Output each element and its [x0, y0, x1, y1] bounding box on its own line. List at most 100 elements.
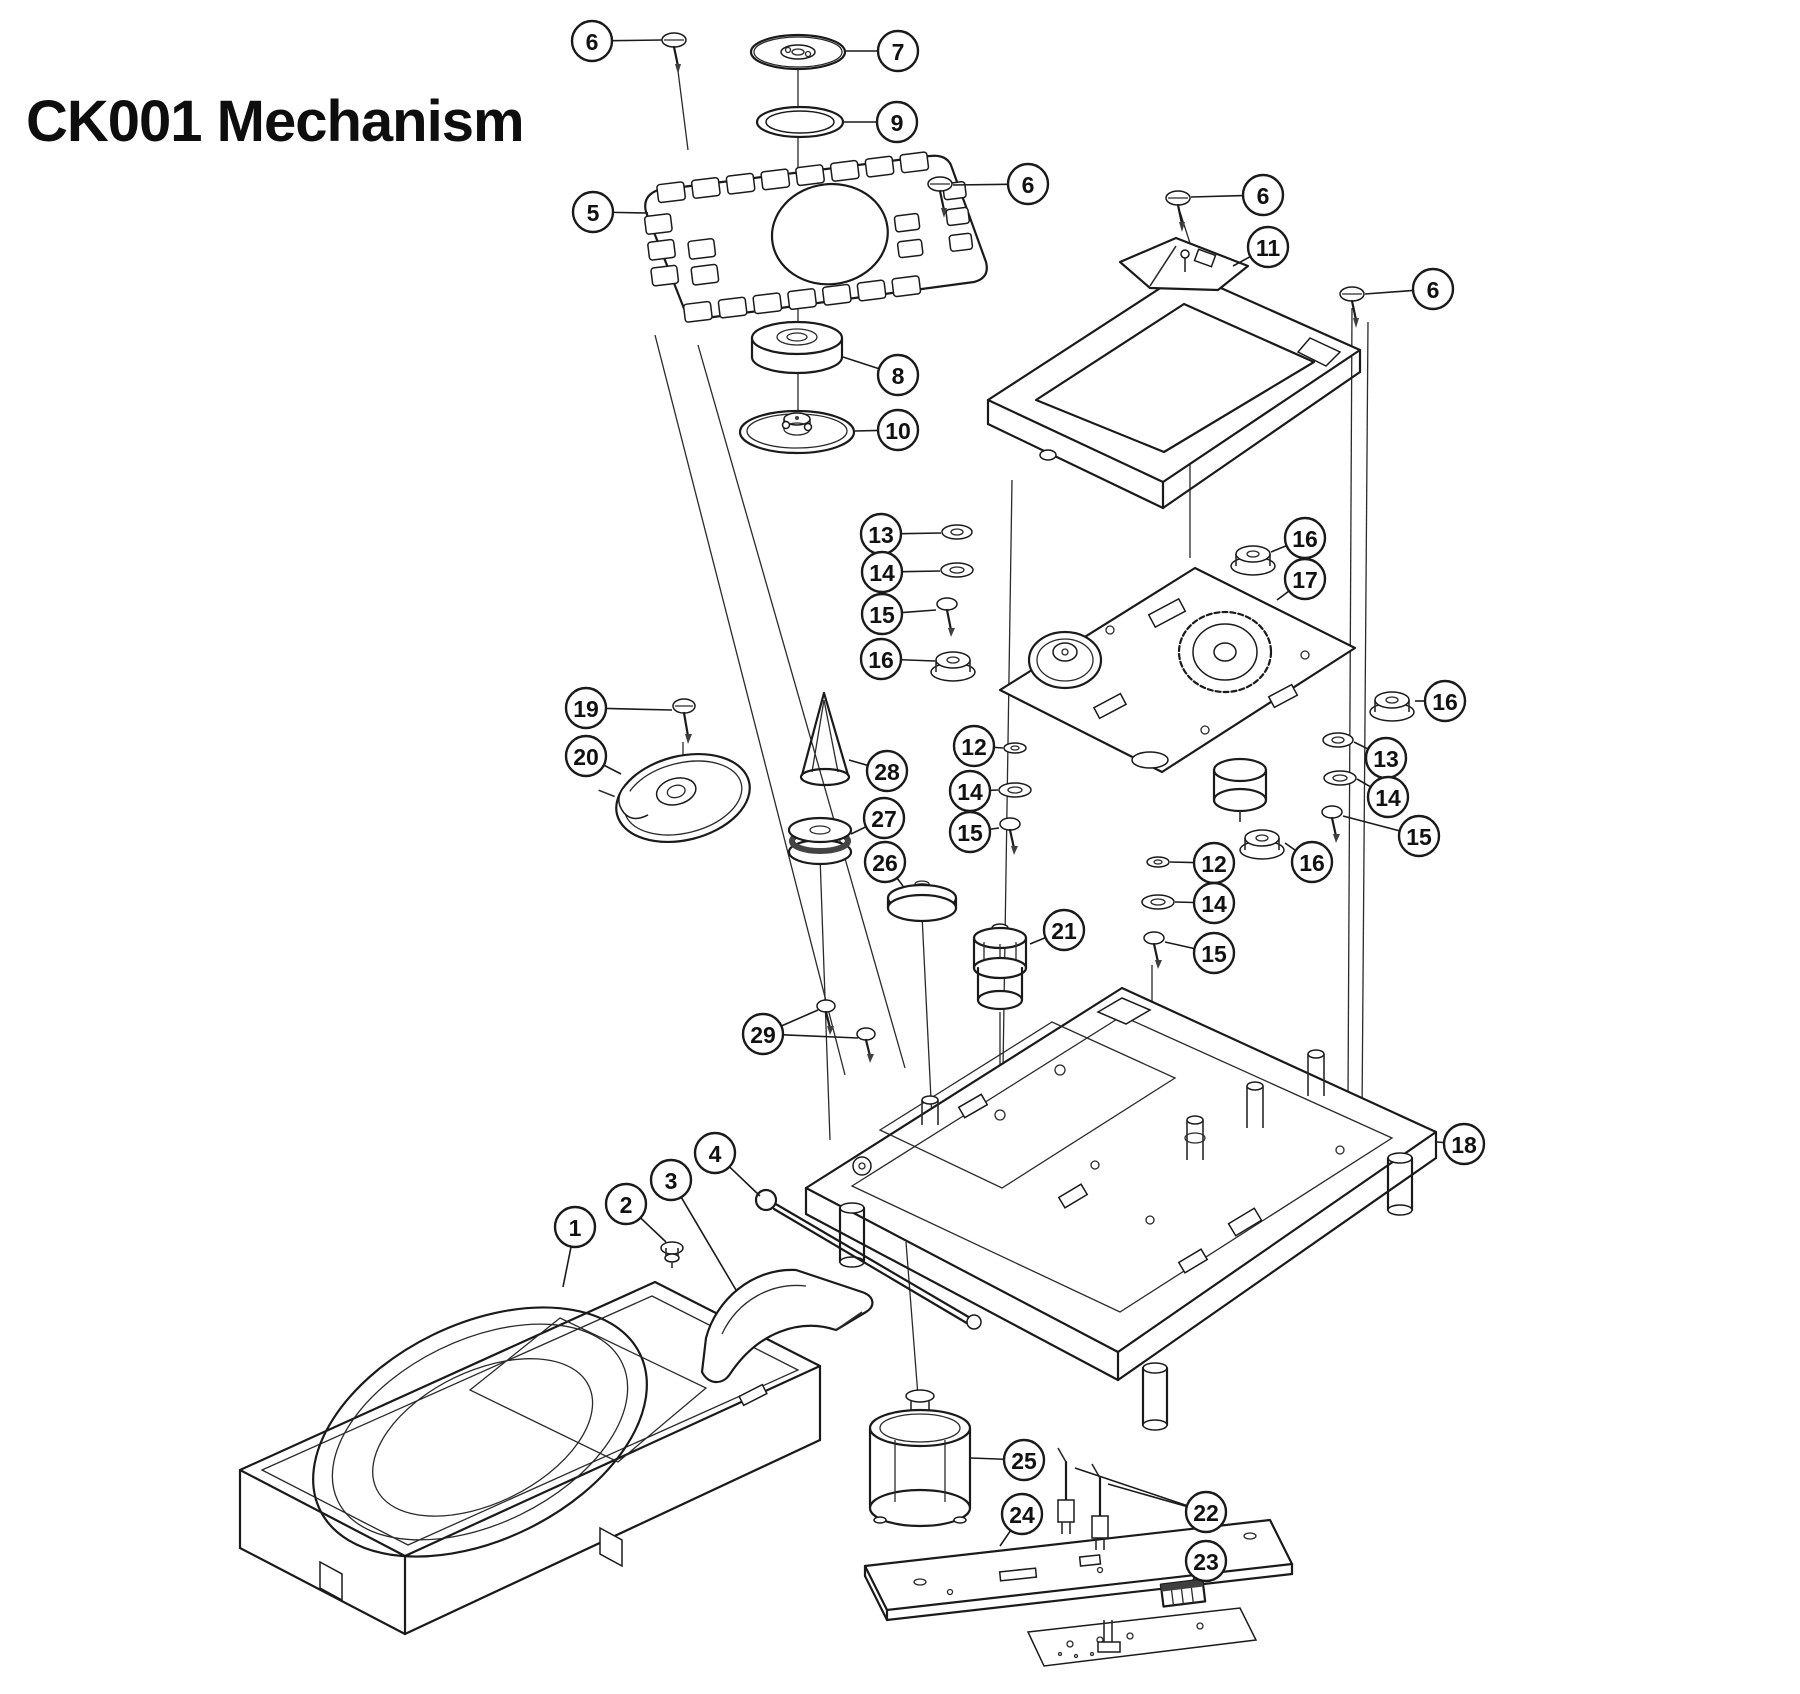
leader-line	[639, 1217, 667, 1243]
callout-balloon	[1000, 1492, 1044, 1536]
callout-4: 4	[693, 1131, 761, 1197]
callout-number: 5	[587, 200, 600, 226]
callout-balloon	[1184, 1490, 1228, 1534]
callout-number: 6	[1022, 172, 1035, 198]
leader-line	[901, 570, 941, 573]
callout-number: 14	[1375, 785, 1401, 811]
callout-balloon	[1423, 679, 1467, 723]
callout-balloon	[1184, 1539, 1228, 1583]
leader-line	[896, 877, 904, 887]
callout-number: 22	[1193, 1500, 1219, 1526]
callout-balloon	[860, 592, 904, 636]
part-7-clamper-disc	[749, 33, 847, 71]
callout-number: 10	[885, 418, 911, 444]
part-11-clamp-frame	[986, 236, 1362, 510]
leader-line	[728, 1166, 761, 1197]
part-8-magnet-puck	[750, 320, 844, 375]
callout-3: 3	[649, 1158, 737, 1291]
leader-line	[612, 211, 649, 214]
washer-screw-stacks	[936, 524, 1357, 969]
callout-21: 21	[1029, 908, 1086, 952]
leader-line	[1190, 194, 1244, 198]
callout-balloon	[564, 734, 608, 778]
callout-2: 2	[604, 1182, 667, 1243]
callout-balloon	[1397, 814, 1441, 858]
callout-balloon	[860, 550, 904, 594]
leader-line	[781, 1009, 819, 1027]
callout-number: 27	[871, 806, 897, 832]
callout-13: 13	[1353, 736, 1408, 780]
callout-balloon	[649, 1158, 693, 1202]
leader-line	[1342, 815, 1400, 832]
callout-balloon	[1241, 173, 1285, 217]
leader-line	[1356, 778, 1372, 788]
part-2-stud	[660, 1241, 684, 1268]
callout-balloon	[570, 19, 614, 63]
callout-balloon	[553, 1205, 597, 1249]
callout-16: 16	[859, 637, 936, 681]
callout-15: 15	[1164, 931, 1236, 975]
callout-number: 19	[573, 696, 599, 722]
callout-number: 6	[1257, 183, 1270, 209]
callout-16: 16	[1270, 516, 1327, 560]
callout-balloon	[875, 100, 919, 144]
callout-6: 6	[952, 162, 1050, 206]
callout-number: 4	[709, 1141, 722, 1167]
leader-line	[848, 759, 869, 767]
part-18-base-chassis	[804, 986, 1438, 1431]
part-19-screw	[672, 698, 696, 744]
callout-9: 9	[844, 100, 919, 144]
part-26-pulley	[886, 880, 958, 923]
callout-balloon	[1411, 267, 1455, 311]
leader-line	[854, 429, 879, 432]
callout-number: 16	[868, 647, 894, 673]
callout-number: 24	[1009, 1502, 1035, 1528]
callout-16: 16	[1415, 679, 1467, 723]
part-10-turntable	[738, 409, 856, 455]
callout-5: 5	[571, 190, 649, 234]
callout-number: 11	[1256, 235, 1281, 261]
leader-line	[989, 827, 1000, 831]
part-25-motor	[868, 1389, 972, 1528]
leader-line	[1353, 741, 1369, 750]
leader-line	[611, 39, 663, 42]
callout-20: 20	[564, 734, 622, 778]
callout-number: 9	[891, 110, 904, 136]
leader-line	[1029, 936, 1046, 945]
part-16-dampers	[930, 545, 1415, 860]
callout-balloon	[1246, 225, 1290, 269]
callout-15: 15	[860, 592, 937, 636]
callout-number: 20	[573, 744, 599, 770]
callout-number: 15	[957, 820, 983, 846]
lower-board	[1026, 1607, 1258, 1667]
leader-line	[562, 1246, 572, 1288]
callout-balloon	[862, 796, 906, 840]
leader-line	[1169, 861, 1195, 864]
callout-number: 2	[620, 1192, 633, 1218]
leader-line	[1364, 289, 1414, 295]
callout-number: 15	[1201, 941, 1227, 967]
callout-balloon	[859, 637, 903, 681]
leader-line	[782, 1034, 859, 1039]
leader-line	[842, 356, 880, 370]
callout-number: 23	[1193, 1549, 1219, 1575]
leader-line	[1107, 1483, 1187, 1508]
leader-line	[1284, 842, 1297, 852]
callout-number: 25	[1011, 1448, 1037, 1474]
callout-balloon	[1002, 1438, 1046, 1482]
callout-number: 17	[1292, 567, 1318, 593]
callout-14: 14	[948, 769, 999, 813]
callout-12: 12	[1169, 841, 1236, 885]
callout-18: 18	[1436, 1122, 1486, 1166]
callout-balloon	[1290, 840, 1334, 884]
leader-line	[680, 1196, 737, 1291]
callout-number: 12	[961, 734, 987, 760]
callout-6: 6	[1190, 173, 1285, 217]
leader-line	[1232, 255, 1251, 267]
callout-number: 16	[1292, 526, 1318, 552]
callout-balloon	[1442, 1122, 1486, 1166]
part-23-connector	[1159, 1578, 1207, 1608]
leader-line	[901, 609, 937, 614]
callout-16: 16	[1284, 840, 1334, 884]
part-5-top-plate	[643, 151, 988, 323]
